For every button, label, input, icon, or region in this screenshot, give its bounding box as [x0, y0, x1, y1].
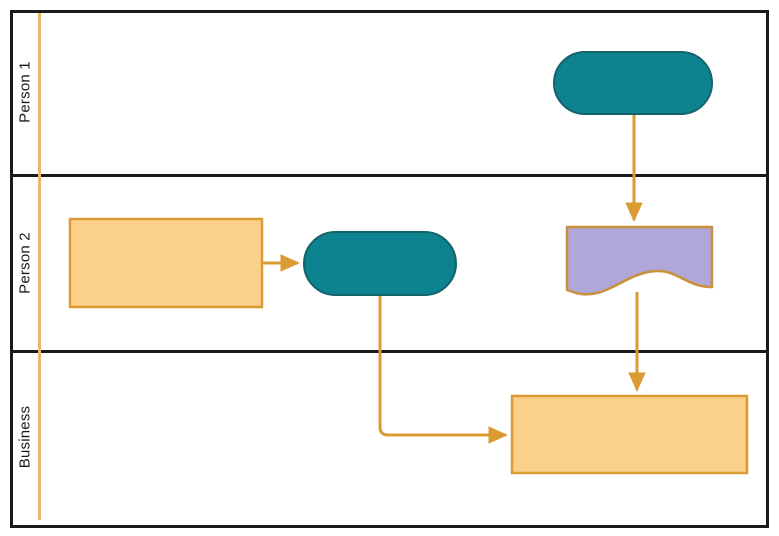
lane-label-person-2: Person 2	[17, 232, 34, 294]
node-process-business[interactable]	[510, 394, 749, 475]
node-group	[68, 51, 749, 475]
node-process-left[interactable]	[68, 217, 264, 309]
node-process-business-shape[interactable]	[510, 394, 749, 475]
node-document[interactable]	[565, 225, 714, 296]
lane-label-group: Person 1 Person 2 Business	[17, 61, 34, 468]
node-start-person1[interactable]	[553, 51, 713, 115]
node-process-left-shape[interactable]	[68, 217, 264, 309]
connector-group	[262, 114, 646, 444]
node-document-shape[interactable]	[565, 225, 714, 296]
lane-label-person-1: Person 1	[17, 61, 34, 123]
lane-label-business: Business	[17, 406, 34, 468]
node-start-person1-shape[interactable]	[553, 51, 713, 115]
node-task-person2-shape[interactable]	[303, 231, 457, 296]
connector-task-to-business-process[interactable]	[378, 295, 508, 444]
node-task-person2[interactable]	[303, 231, 457, 296]
